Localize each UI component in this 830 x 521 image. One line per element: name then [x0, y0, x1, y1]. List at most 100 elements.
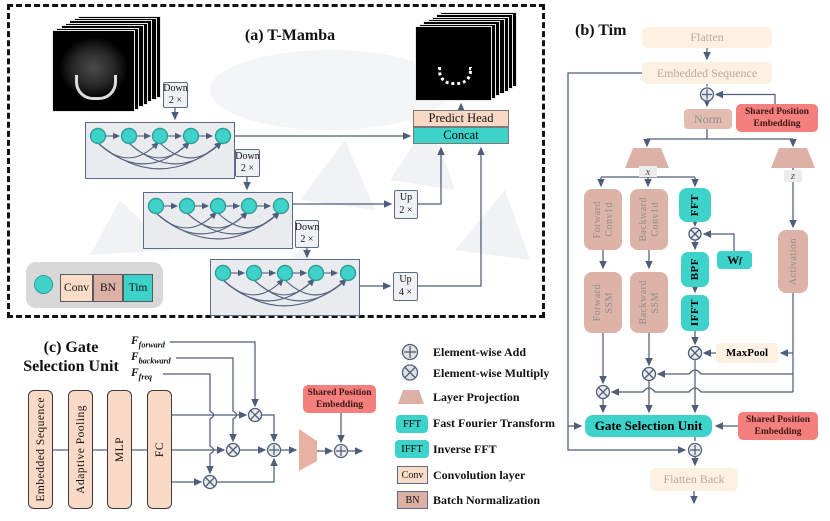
conv-bn-tim-node [182, 127, 200, 145]
operator-nodes [202, 87, 715, 490]
jaw-arch-shape [75, 75, 117, 100]
legend-conv-box: Conv [60, 274, 93, 302]
add-node-c-1 [266, 442, 282, 458]
activation-box: Activation [778, 230, 808, 293]
conv-bn-tim-node [178, 197, 196, 215]
fft-box: FFT [679, 188, 711, 222]
conv-bn-tim-node [240, 197, 258, 215]
stage-3-node-graph [214, 264, 357, 307]
shared-position-embedding-box-1: Shared Position Embedding [736, 104, 818, 132]
multiply-node-backward [641, 366, 657, 382]
legend-bn-icon: BN [397, 491, 428, 509]
mlp-block: MLP [107, 390, 132, 509]
multiply-node-ifft [687, 345, 703, 361]
flatten-box: Flatten [642, 27, 772, 48]
maxpool-box: MaxPool [716, 343, 778, 363]
legend-label-fft: Fast Fourier Transform [433, 416, 555, 430]
multiply-node-c-bottom [202, 474, 218, 490]
backward-conv1d-box: Backward Conv1d [630, 189, 668, 250]
multiply-node-forward [595, 384, 611, 400]
legend-fft-icon: FFT [396, 415, 428, 433]
legend-label-conv: Convolution layer [433, 468, 526, 482]
legend-label-multiply: Element-wise Multiply [433, 365, 550, 380]
concat-box: Concat [413, 127, 509, 144]
conv-bn-tim-node [89, 127, 107, 145]
embedded-sequence-block-c: Embedded Sequence [28, 390, 53, 509]
shared-position-embedding-box-2: Shared Position Embedding [738, 412, 818, 440]
projection-trapezoid-c [299, 429, 317, 471]
legend-label-ifft: Inverse FFT [433, 442, 497, 456]
conv-bn-tim-node [151, 127, 169, 145]
encoder-stage-2 [143, 192, 293, 249]
panel-a [7, 4, 545, 318]
forward-ssm-box: Forward SSM [584, 272, 622, 333]
conv-bn-tim-node [272, 197, 290, 215]
conv-bn-tim-node [339, 264, 357, 282]
ct-slice-image [52, 30, 135, 112]
conv-bn-tim-node [214, 127, 232, 145]
legend-label-projection: Layer Projection [433, 390, 520, 404]
legend-label-add: Element-wise Add [433, 345, 526, 359]
f-freq-label: Ffreq [131, 367, 152, 382]
norm-box: Norm [684, 109, 732, 129]
multiply-node-c-top [247, 407, 263, 423]
conv-bn-tim-node [214, 264, 232, 282]
legend-trapezoid-icon [398, 390, 424, 404]
legend-add-icon [401, 343, 419, 361]
legend-label-bn: Batch Normalization [433, 493, 540, 507]
conv-bn-tim-node [245, 264, 263, 282]
legend-bn-box: BN [93, 274, 123, 302]
z-branch-label: z [784, 170, 802, 182]
panel-a-legend: Conv BN Tim [26, 262, 163, 308]
x-branch-label: x [639, 166, 657, 178]
add-node-c-2 [333, 443, 349, 459]
f-backward-label: Fbackward [131, 351, 171, 366]
multiply-node-c-mid [225, 442, 241, 458]
shared-position-embedding-box-3: Shared Position Embedding [303, 385, 376, 413]
fc-block: FC [147, 390, 172, 509]
conv-bn-tim-node [120, 127, 138, 145]
conv-bn-tim-node [307, 264, 325, 282]
teeth-arch-shape [438, 67, 472, 85]
panel-c-title: (c) Gate Selection Unit [23, 338, 119, 375]
add-node-b-bottom [687, 442, 703, 458]
legend-tim-box: Tim [123, 274, 153, 302]
stage-1-node-graph [89, 127, 232, 170]
segmentation-mask-image [415, 26, 492, 101]
legend-ifft-icon: IFFT [395, 440, 429, 458]
encoder-stage-3 [210, 259, 360, 316]
legend-conv-icon: Conv [397, 466, 428, 484]
add-node-b-top [699, 87, 715, 102]
projection-trapezoid-z [771, 148, 815, 168]
layer-projection-shapes [299, 148, 815, 471]
panel-a-title: (a) T-Mamba [244, 27, 336, 44]
gate-selection-unit-box: Gate Selection Unit [585, 415, 712, 437]
panel-b-title: (b) Tim [575, 22, 627, 39]
node-legend-circle-icon [34, 275, 53, 294]
conv-bn-tim-node [276, 264, 294, 282]
predict-head-box: Predict Head [413, 110, 509, 127]
f-forward-label: Fforward [131, 335, 165, 350]
encoder-stage-1 [85, 122, 235, 179]
bpf-box: BPF [681, 252, 709, 287]
ifft-box: IFFT [681, 295, 709, 331]
adaptive-pooling-block: Adaptive Pooling [68, 390, 93, 509]
projection-trapezoid-x [625, 148, 669, 168]
conv-bn-tim-node [147, 197, 165, 215]
panel-a-arrows [171, 102, 485, 290]
panel-c-arrows [53, 341, 364, 486]
panel-b-arrows [567, 48, 797, 505]
embedded-sequence-box: Embedded Sequence [642, 62, 772, 84]
backward-ssm-box: Backward SSM [630, 272, 668, 333]
multiply-node-fft [688, 227, 702, 241]
forward-conv1d-box: Forward Conv1d [584, 189, 622, 250]
stage-2-node-graph [147, 197, 290, 240]
legend-multiply-icon [401, 364, 419, 381]
